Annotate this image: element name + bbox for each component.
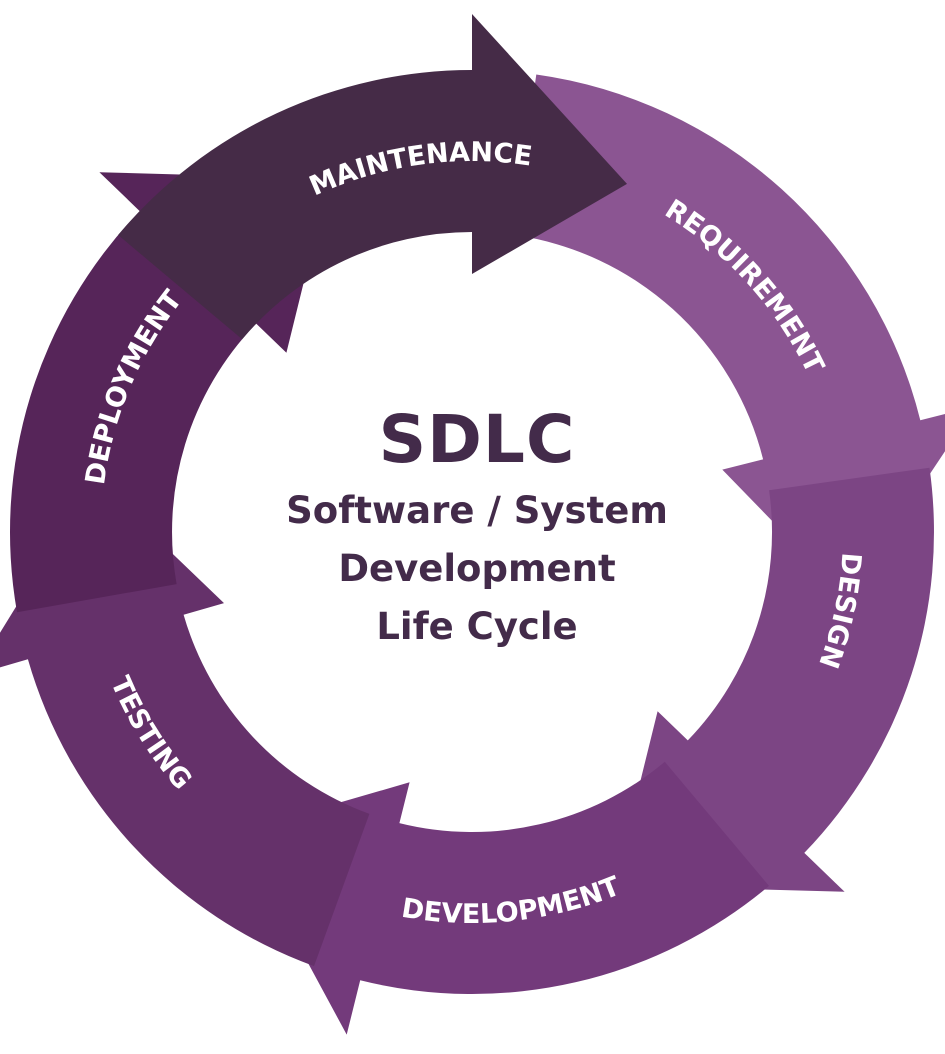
arrow-testing (0, 479, 370, 967)
arrow-maintenance (118, 14, 627, 340)
subtitle-line-1: Software / System (286, 489, 668, 532)
arrow-requirement (513, 74, 945, 599)
diagram-title: SDLC (378, 401, 576, 478)
subtitle-line-3: Life Cycle (376, 605, 578, 648)
arrow-development (237, 761, 769, 1035)
center-text: SDLC Software / System Development Life … (222, 398, 732, 656)
arrow-design (614, 467, 934, 892)
subtitle-line-2: Development (338, 547, 616, 590)
